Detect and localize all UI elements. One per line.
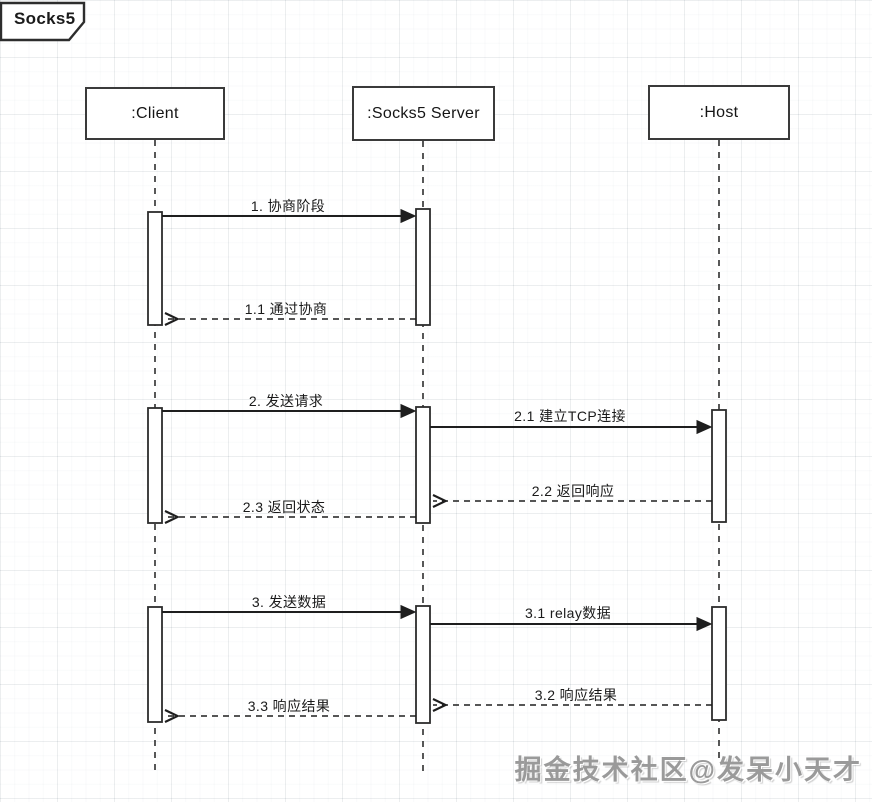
message-label-2: 2. 发送请求	[248, 393, 324, 409]
participant-host: :Host	[648, 85, 790, 140]
frame-title: Socks5	[14, 9, 76, 28]
message-label-2-1: 2.1 建立TCP连接	[514, 408, 626, 424]
message-label-3-2: 3.2 响应结果	[534, 687, 618, 703]
message-label-1: 1. 协商阶段	[250, 198, 326, 214]
activation-host-3	[711, 606, 727, 721]
message-label-3: 3. 发送数据	[251, 594, 327, 610]
message-label-3-1: 3.1 relay数据	[524, 605, 612, 621]
activation-server-1	[415, 208, 431, 326]
message-label-3-3: 3.3 响应结果	[247, 698, 331, 714]
activation-client-3	[147, 606, 163, 723]
watermark-text: 掘金技术社区@发呆小天才	[514, 755, 862, 785]
frame-label-shape	[0, 1, 86, 42]
activation-server-2	[415, 406, 431, 524]
activation-server-3	[415, 605, 431, 724]
participant-socks5-server: :Socks5 Server	[352, 86, 495, 141]
message-label-2-2: 2.2 返回响应	[531, 483, 615, 499]
participant-client: :Client	[85, 87, 225, 140]
message-label-2-3: 2.3 返回状态	[242, 499, 326, 515]
activation-host-2	[711, 409, 727, 523]
activation-client-1	[147, 211, 163, 326]
activation-client-2	[147, 407, 163, 524]
message-label-1-1: 1.1 通过协商	[244, 301, 328, 317]
